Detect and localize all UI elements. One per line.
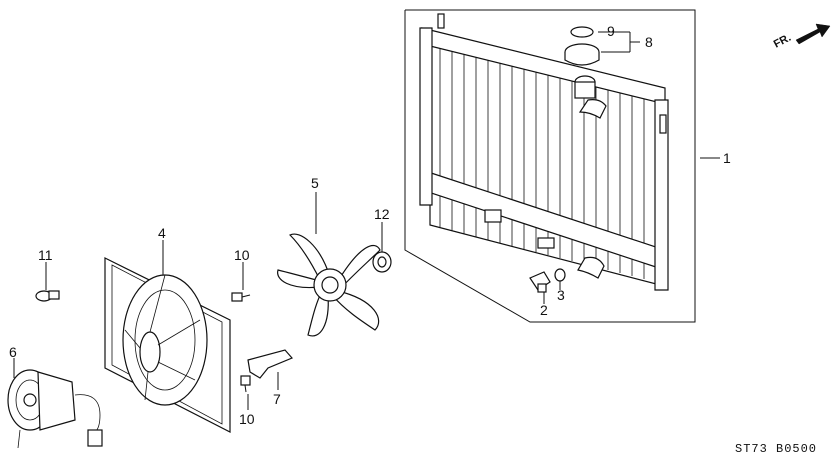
leader-lines [13,157,720,410]
callout-10-upper: 10 [234,247,250,263]
radiator-cap [564,26,600,66]
callout-5: 5 [311,175,319,191]
front-arrow-icon [795,23,831,45]
callout-3: 3 [557,287,565,303]
front-direction-label: FR. [772,32,793,51]
callout-12: 12 [374,206,390,222]
drain-plug [529,271,551,293]
fan-motor [7,369,103,449]
callout-10-lower: 10 [239,411,255,427]
front-direction-marker: FR. [772,23,831,51]
flange-bolt [35,290,60,302]
diagram-code: ST73 B0500 [735,442,817,456]
callout-6: 6 [9,344,17,360]
o-ring [554,268,566,282]
callout-7: 7 [273,391,281,407]
callout-9: 9 [607,23,615,39]
radiator-frame [404,9,696,323]
cap-callout-bracket [598,31,640,53]
callout-11: 11 [38,247,53,263]
callout-4: 4 [158,225,166,241]
bolt-upper [231,292,251,302]
fan-nut [372,251,392,273]
fan-shroud [104,257,294,433]
bolt-lower [240,375,251,393]
callout-8: 8 [645,34,653,50]
cooling-fan [277,233,381,337]
callout-1: 1 [723,150,731,166]
radiator [419,13,669,291]
callout-2: 2 [540,302,548,318]
